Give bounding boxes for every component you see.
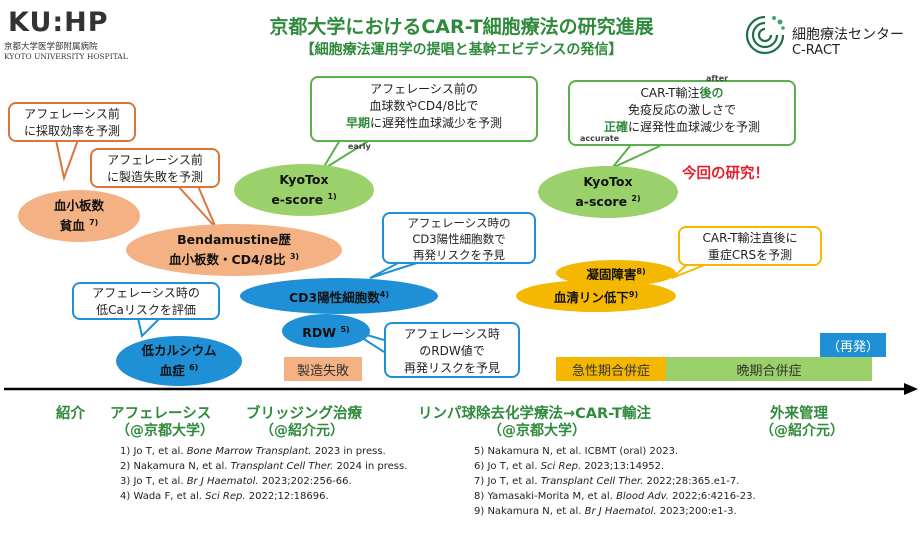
ellipse-hypophosphatemia: 血清リン低下9) — [516, 280, 676, 312]
reference-item: 6) Jo T, et al. Sci Rep. 2023;13:14952. — [474, 461, 665, 472]
page-subtitle: 【細胞療法運用学の提唱と基幹エビデンスの発信】 — [300, 42, 623, 58]
ellipse-hypocalcemia: 低カルシウム血症 6) — [116, 336, 242, 386]
reference-item: 1) Jo T, et al. Bone Marrow Transplant. … — [120, 446, 386, 457]
phase-apheresis: アフェレーシス — [110, 406, 212, 422]
tag-after: after — [706, 74, 729, 83]
cract-name: 細胞療法センター — [792, 27, 904, 43]
ellipse-cd3-count: CD3陽性細胞数4) — [240, 278, 438, 314]
bar-acute-complications: 急性期合併症 — [556, 357, 666, 381]
tag-accurate: accurate — [580, 134, 620, 143]
reference-item: 7) Jo T, et al. Transplant Cell Ther. 20… — [474, 476, 740, 487]
reference-item: 3) Jo T, et al. Br J Haematol. 2023;202:… — [120, 476, 352, 487]
reference-item: 8) Yamasaki-Morita M, et al. Blood Adv. … — [474, 491, 756, 502]
hospital-name-jp: 京都大学医学部附属病院 — [4, 42, 98, 52]
ellipse-platelet-anemia: 血小板数貧血 7) — [18, 190, 140, 242]
cract-logo-icon — [745, 15, 785, 55]
callout-rdw-relapse: アフェレーシス時のRDW値で再発リスクを予見 — [384, 322, 520, 378]
reference-item: 5) Nakamura N, et al. ICBMT (oral) 2023. — [474, 446, 679, 457]
callout-manufacturing-failure: アフェレーシス前に製造失敗を予測 — [90, 148, 220, 188]
phase-bridging: ブリッジング治療 — [246, 406, 362, 422]
phase-outpatient-site: （@紹介元） — [760, 423, 844, 439]
kuhp-logo: KU:HP — [8, 7, 109, 38]
references-right: 5) Nakamura N, et al. ICBMT (oral) 2023.… — [474, 444, 756, 519]
timeline-arrowhead — [904, 383, 918, 395]
reference-item: 2) Nakamura N, et al. Transplant Cell Th… — [120, 461, 408, 472]
phase-outpatient: 外来管理 — [770, 406, 828, 422]
ellipse-rdw: RDW 5) — [282, 314, 370, 348]
bar-late-complications: 晩期合併症 — [666, 357, 872, 381]
phase-apheresis-site: （@京都大学） — [116, 423, 214, 439]
page-title: 京都大学におけるCAR-T細胞療法の研究進展 — [269, 16, 654, 38]
hospital-name-en: KYOTO UNIVERSITY HOSPITAL — [4, 52, 128, 61]
bar-relapse: （再発） — [820, 333, 886, 357]
tag-early: early — [348, 142, 371, 151]
callout-collection-efficiency: アフェレーシス前に採取効率を予測 — [8, 102, 136, 142]
this-study-label: 今回の研究！ — [682, 166, 769, 182]
reference-item: 4) Wada F, et al. Sci Rep. 2022;12:18696… — [120, 491, 329, 502]
callout-accurate-cytopenia: CAR-T輸注後の 免疫反応の激しさで 正確に遅発性血球減少を予測 — [568, 80, 796, 146]
bar-manufacturing-failure: 製造失敗 — [284, 357, 362, 381]
phase-bridging-site: （@紹介元） — [260, 423, 344, 439]
reference-item: 9) Nakamura N, et al. Br J Haematol. 202… — [474, 506, 737, 517]
phase-referral: 紹介 — [56, 406, 85, 422]
references-left: 1) Jo T, et al. Bone Marrow Transplant. … — [120, 444, 407, 504]
callout-severe-crs: CAR-T輸注直後に重症CRSを予測 — [678, 226, 822, 266]
ellipse-bendamustine: Bendamustine歴血小板数・CD4/8比 3) — [126, 224, 342, 276]
callout-hypocalcemia: アフェレーシス時の低Caリスクを評価 — [72, 282, 220, 320]
callout-early-cytopenia: アフェレーシス前の血球数やCD4/8比で 早期に遅発性血球減少を予測 — [310, 76, 538, 142]
cract-abbr: C-RACT — [792, 43, 840, 58]
phase-infusion-site: （@京都大学） — [488, 423, 586, 439]
phase-lymphodepletion-infusion: リンパ球除去化学療法→CAR-T輸注 — [418, 406, 651, 422]
